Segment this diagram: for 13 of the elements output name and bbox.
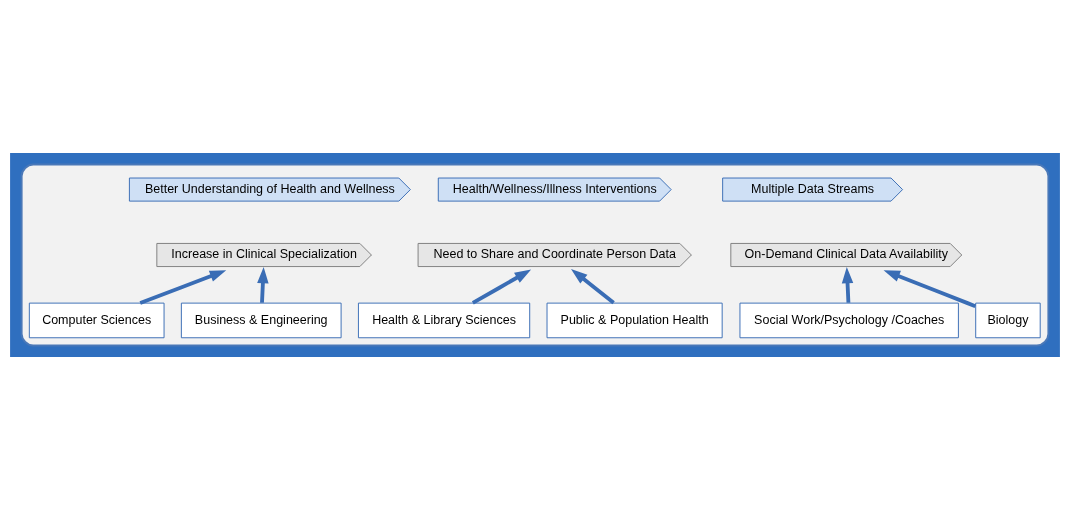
node-box: Business & Engineering: [180, 302, 342, 339]
arrow: [571, 268, 615, 305]
cluster: [20, 163, 1050, 347]
node-box: Public & Population Health: [546, 302, 723, 339]
arrow: [257, 266, 269, 303]
node-box: Social Work/Psychology /Coaches: [739, 302, 959, 339]
node-box: Biology: [975, 302, 1041, 339]
arrow: [471, 269, 532, 305]
node-box: Health & Library Sciences: [357, 302, 531, 339]
node-box: Computer Sciences: [28, 302, 165, 339]
arrow: [883, 270, 977, 308]
arrow: [139, 270, 227, 305]
arrow: [841, 266, 854, 303]
